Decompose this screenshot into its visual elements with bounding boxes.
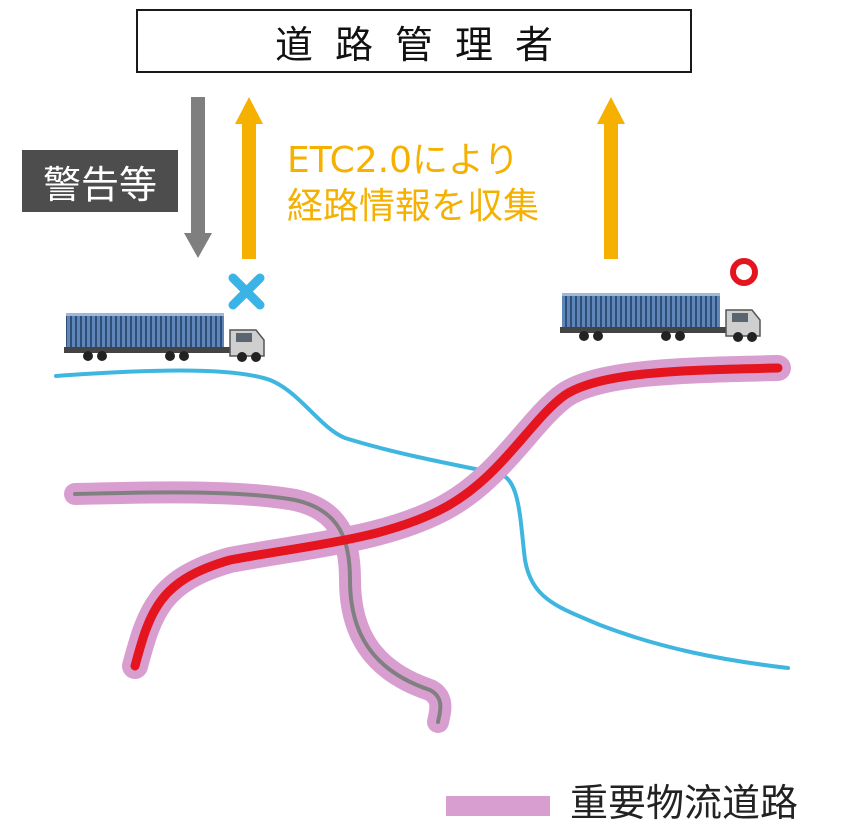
road-line <box>73 490 443 724</box>
down-arrow-icon <box>184 97 212 258</box>
cross-mark-icon <box>228 273 265 310</box>
truck-left-icon <box>64 313 265 362</box>
road-administrator-box: 道路管理者 <box>136 9 692 73</box>
etc-collection-line2: 経路情報を収集 <box>287 186 540 227</box>
legend-swatch <box>446 796 550 816</box>
warning-label: 警告等 <box>42 162 157 207</box>
up-arrow-left-icon <box>235 97 263 259</box>
up-arrow-right-icon <box>597 97 625 259</box>
legend-label: 重要物流道路 <box>570 781 799 825</box>
logistics-road-red-highlight <box>122 355 791 679</box>
etc-collection-line1: ETC2.0により <box>287 140 520 181</box>
warning-badge: 警告等 <box>22 150 178 212</box>
etc-collection-note: ETC2.0により 経路情報を収集 <box>287 138 539 230</box>
truck-right-icon <box>560 293 761 342</box>
road-administrator-label: 道路管理者 <box>274 22 575 67</box>
circle-mark-icon <box>730 258 758 286</box>
selected-route-line <box>130 363 783 671</box>
